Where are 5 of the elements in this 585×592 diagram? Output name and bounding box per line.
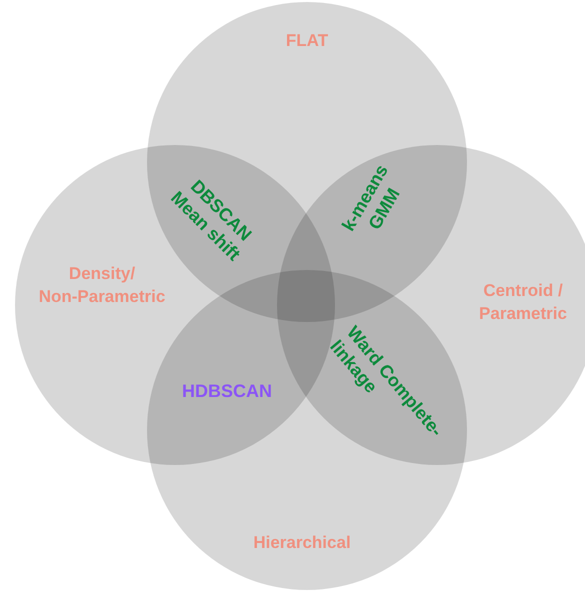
set-label: Hierarchical <box>252 532 352 554</box>
region-label: HDBSCAN <box>181 381 273 403</box>
set-label: FLAT <box>284 30 330 52</box>
set-label: Density/ Non-Parametric <box>38 263 166 308</box>
set-label: Centroid / Parametric <box>478 280 568 325</box>
